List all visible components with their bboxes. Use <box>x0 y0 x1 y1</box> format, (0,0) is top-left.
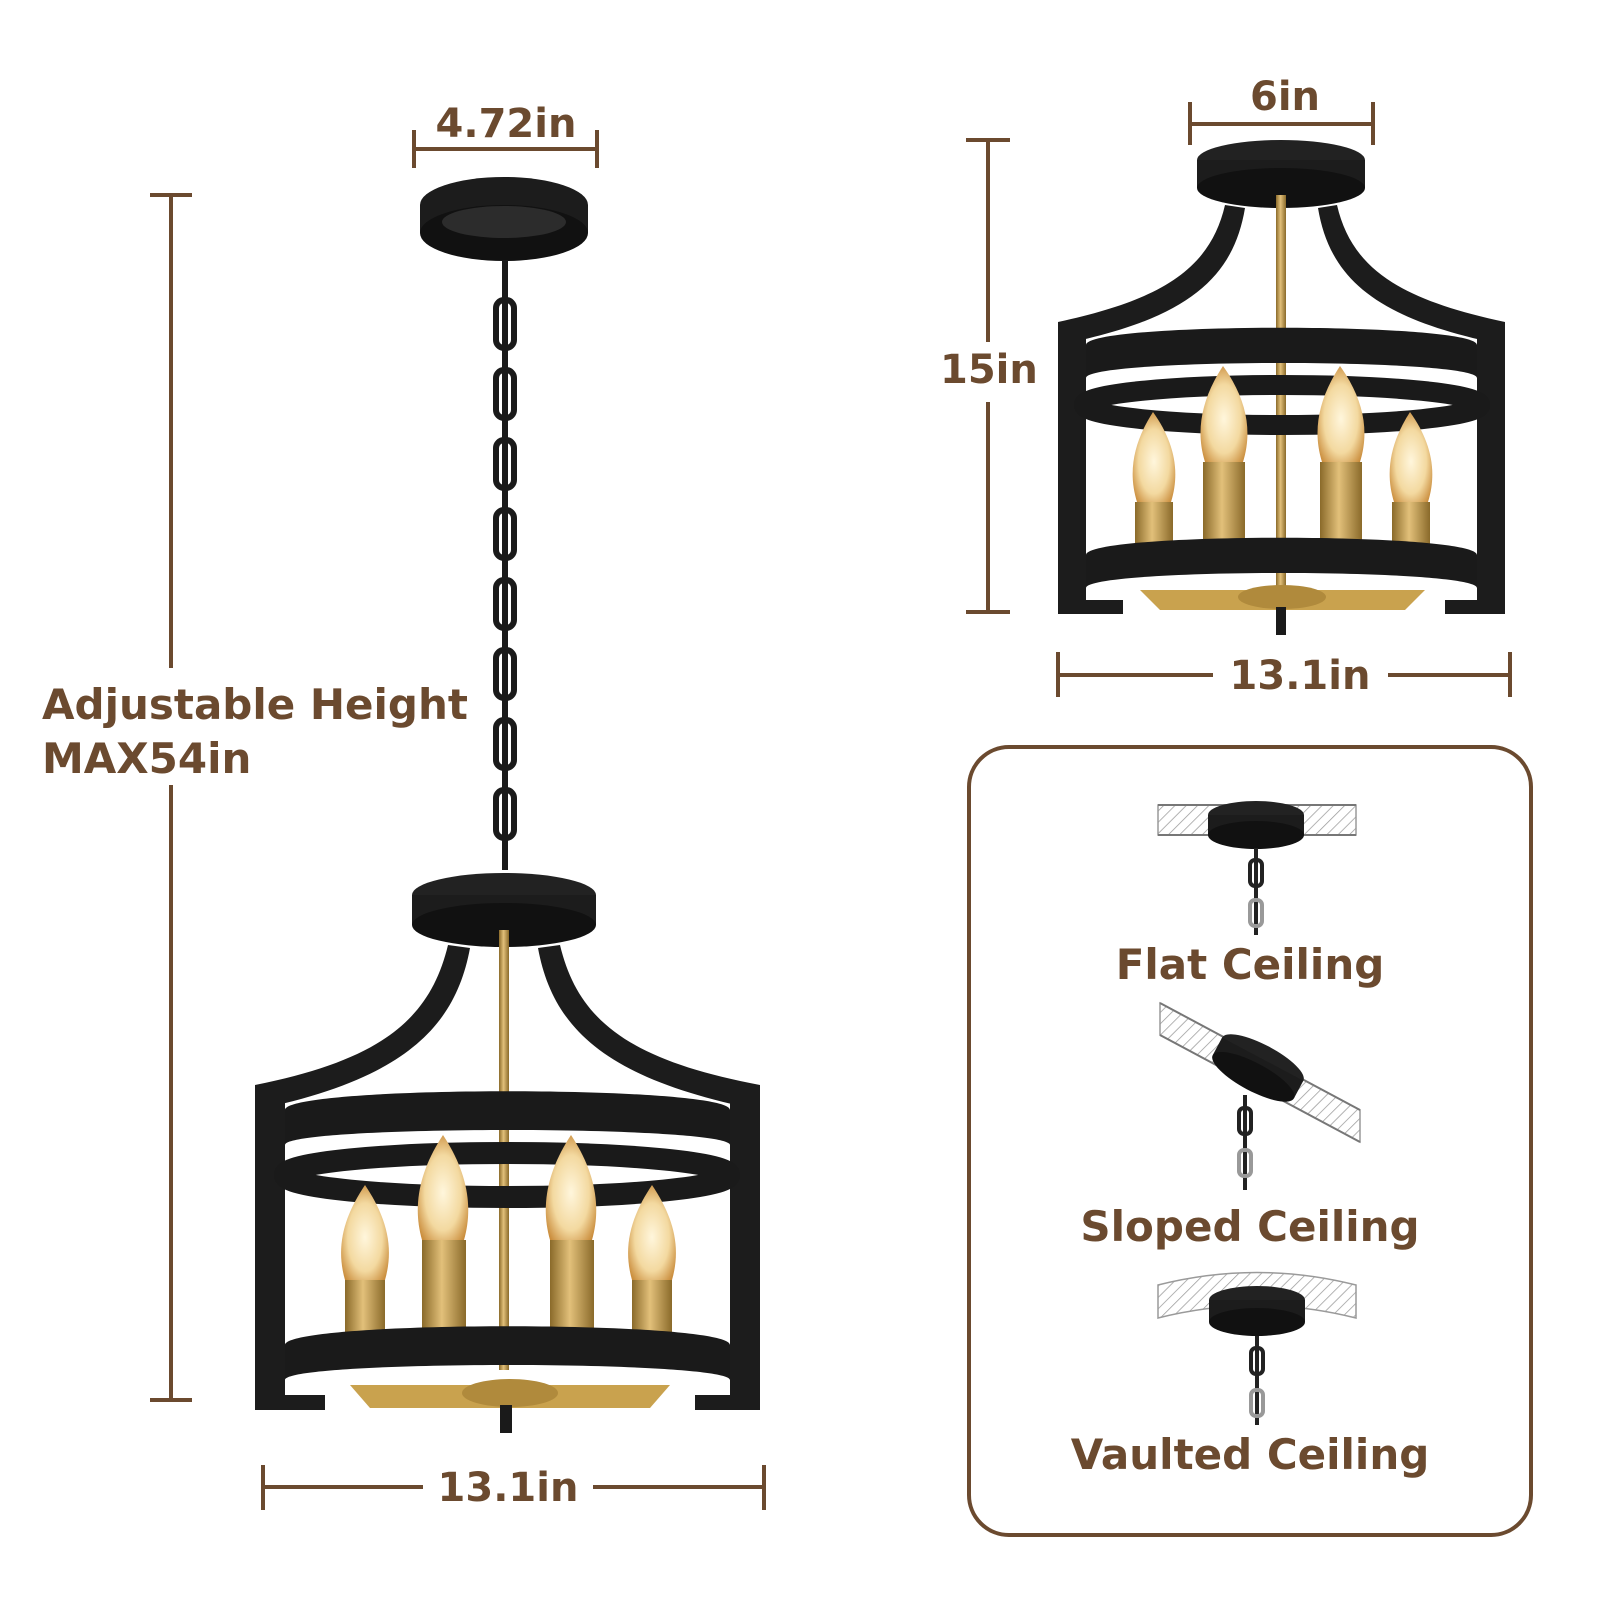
ceiling-types-panel <box>967 745 1533 1537</box>
vaulted-ceiling-icon <box>1157 1271 1357 1425</box>
adjustable-height-line1: Adjustable Height <box>42 680 468 729</box>
adjustable-height-label: Adjustable Height MAX54in <box>42 678 468 786</box>
flat-ceiling-label: Flat Ceiling <box>1115 940 1385 989</box>
sloped-ceiling-icon <box>1159 1001 1361 1190</box>
flush-canopy-width-label: 6in <box>1249 74 1321 120</box>
flat-ceiling-icon <box>1157 801 1357 935</box>
pendant-light-drawing <box>255 177 760 1433</box>
vaulted-ceiling-label: Vaulted Ceiling <box>1070 1430 1430 1479</box>
sloped-ceiling-label: Sloped Ceiling <box>1080 1202 1420 1251</box>
flush-mount-light-drawing <box>1058 140 1505 635</box>
adjustable-height-line2: MAX54in <box>42 734 252 783</box>
pendant-width-label: 13.1in <box>437 1465 579 1511</box>
pendant-chain <box>493 260 517 870</box>
flush-bulbs <box>1132 366 1433 544</box>
pendant-canopy-width-label: 4.72in <box>435 101 577 147</box>
pendant-bulbs <box>341 1135 676 1340</box>
flush-height-label: 15in <box>940 347 1038 393</box>
flush-dimension-lines <box>966 102 1512 697</box>
flush-width-label: 13.1in <box>1229 653 1371 699</box>
pendant-dimension-lines <box>150 130 766 1510</box>
